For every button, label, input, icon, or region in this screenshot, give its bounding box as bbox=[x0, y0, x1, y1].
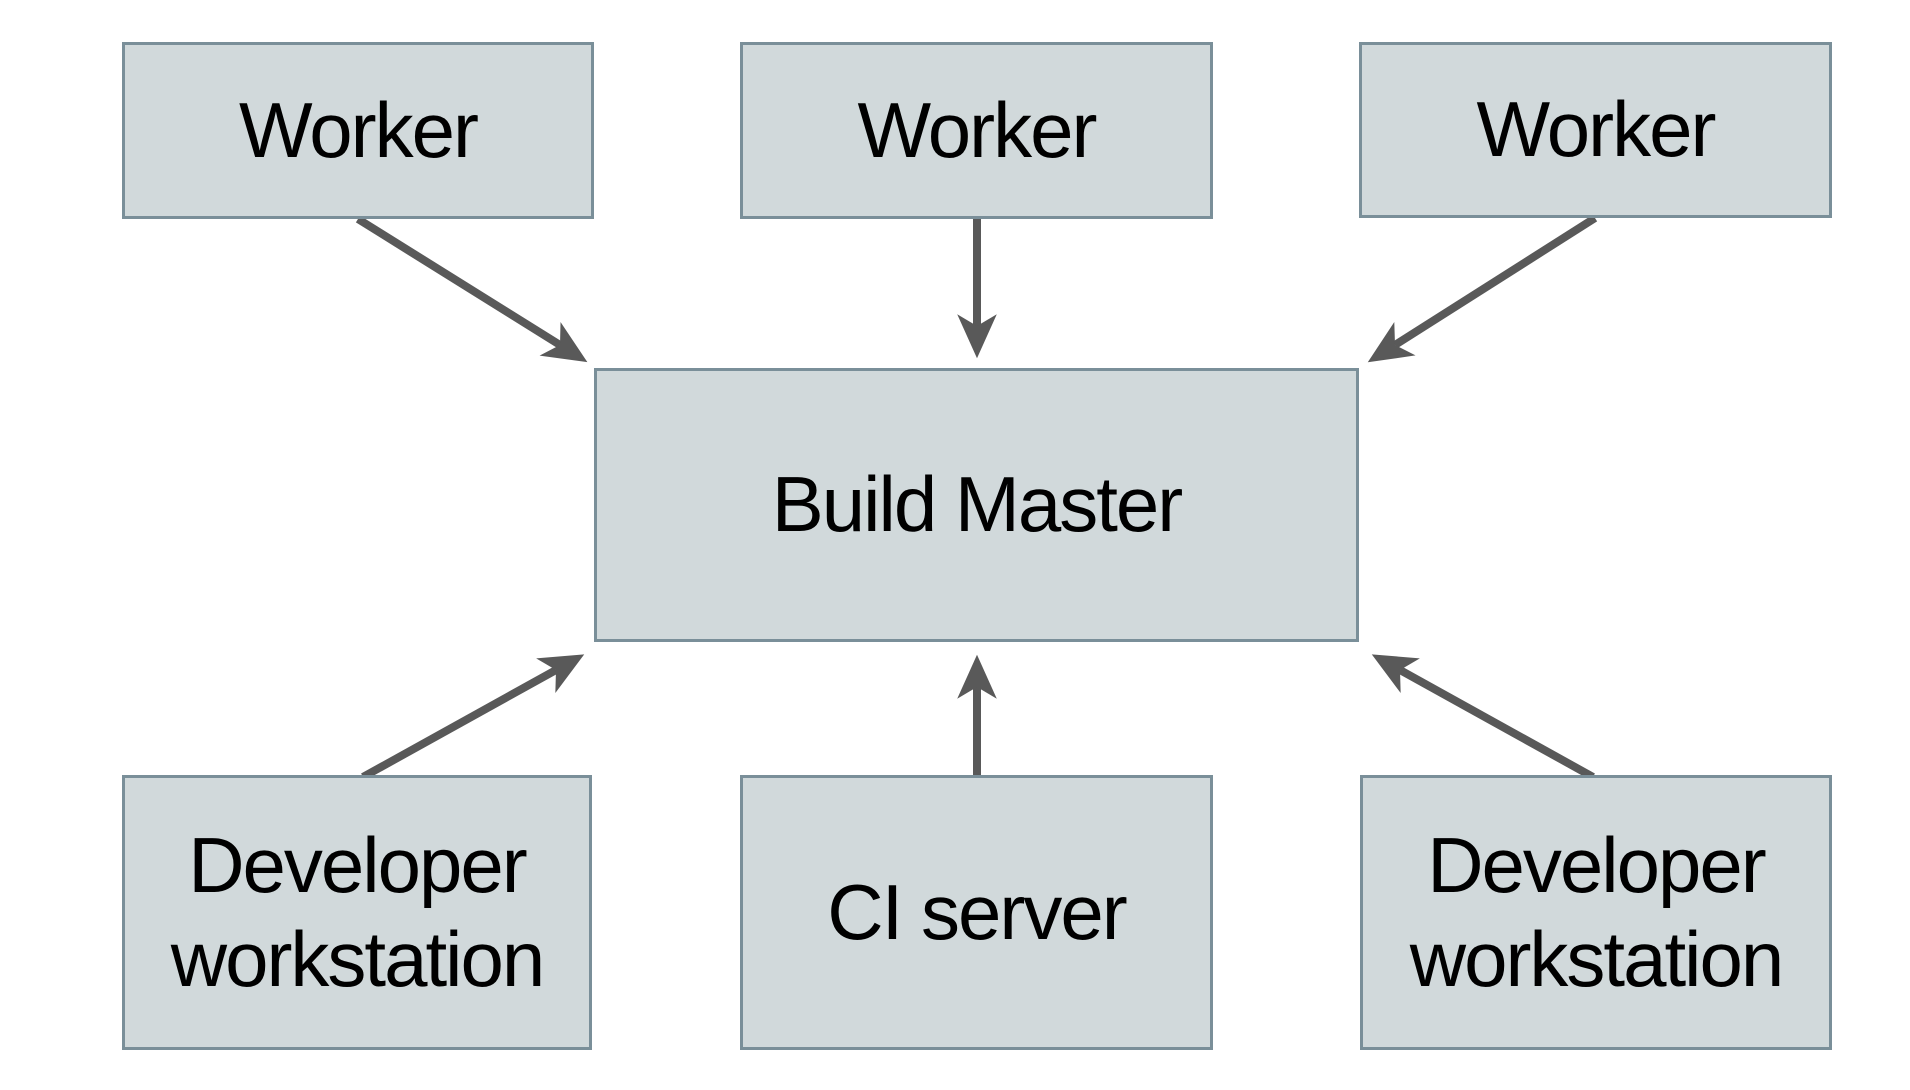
node-build-master-label: Build Master bbox=[771, 460, 1183, 549]
node-dev-workstation-right: Developer workstation bbox=[1360, 775, 1832, 1050]
arrow-dev-workstation-left-to-build-master bbox=[361, 654, 585, 781]
node-worker-left: Worker bbox=[122, 42, 594, 219]
node-dev-workstation-right-label-line2: workstation bbox=[1409, 914, 1784, 1003]
node-dev-workstation-left-label-line2: workstation bbox=[170, 914, 545, 1003]
node-worker-middle: Worker bbox=[740, 42, 1213, 219]
node-ci-server-label: CI server bbox=[827, 867, 1127, 956]
arrow-worker-left-to-build-master bbox=[355, 215, 588, 363]
node-dev-workstation-left-label-line1: Developer bbox=[188, 820, 528, 909]
node-worker-right-label: Worker bbox=[1476, 85, 1717, 174]
node-ci-server: CI server bbox=[740, 775, 1213, 1050]
node-build-master: Build Master bbox=[594, 368, 1359, 642]
node-worker-middle-label: Worker bbox=[857, 85, 1098, 174]
node-dev-workstation-left: Developer workstation bbox=[122, 775, 592, 1050]
node-worker-right: Worker bbox=[1359, 42, 1832, 218]
node-worker-left-label: Worker bbox=[239, 85, 479, 174]
node-dev-workstation-right-label-line1: Developer bbox=[1427, 820, 1767, 909]
arrow-worker-right-to-build-master bbox=[1367, 214, 1598, 363]
arrow-dev-workstation-right-to-build-master bbox=[1371, 654, 1595, 781]
